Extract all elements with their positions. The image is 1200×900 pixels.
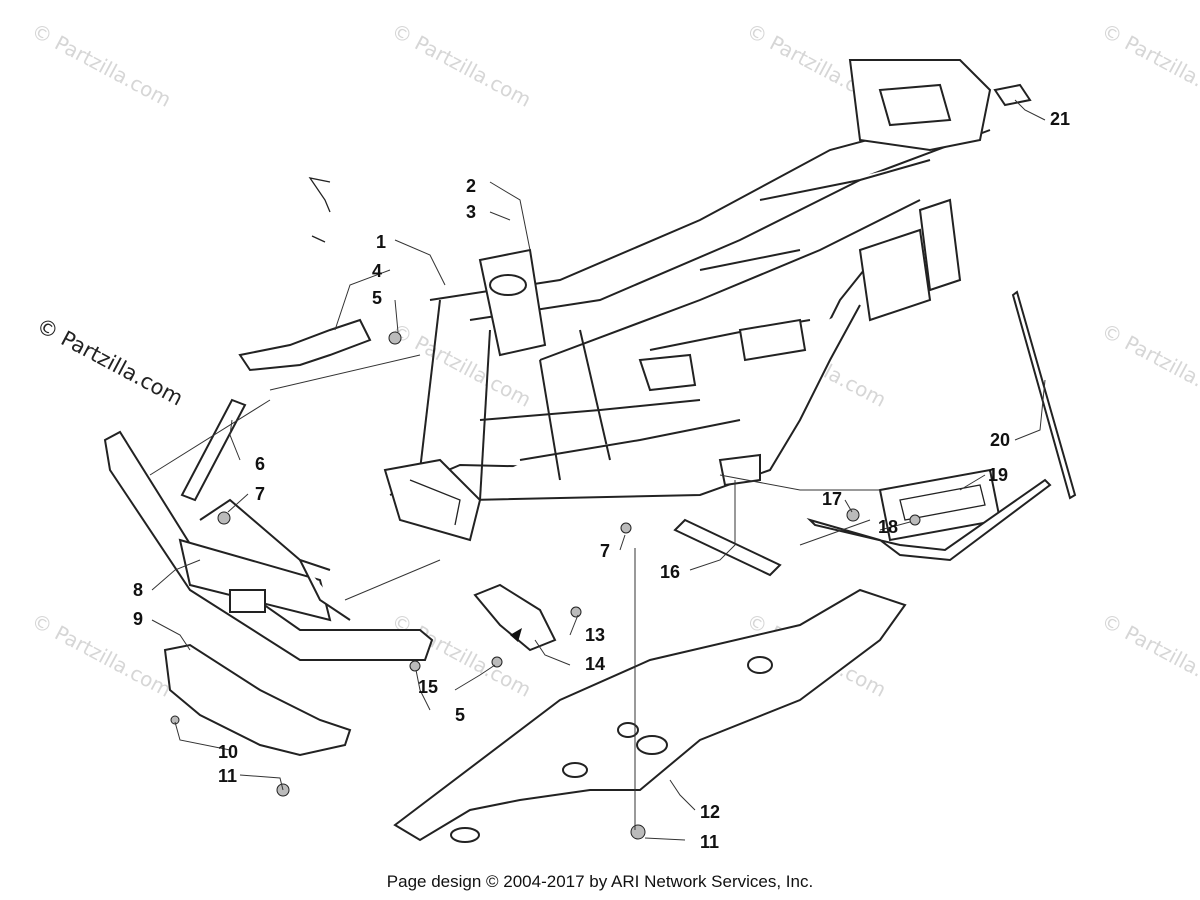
callouts: 1 2 3 4 5 5 6 7 7 8 9 10 11 11 12 13 14 … [133, 109, 1070, 852]
watermark: © Partzilla.com [1098, 608, 1200, 702]
watermark: © Partzilla.com [28, 18, 176, 112]
part-4-bracket [238, 318, 372, 372]
callout-13: 13 [585, 625, 605, 645]
callout-5: 5 [372, 288, 382, 308]
callout-1: 1 [376, 232, 386, 252]
callout-10: 10 [218, 742, 238, 762]
watermark: © Partzilla.com [388, 18, 536, 112]
callout-21: 21 [1050, 109, 1070, 129]
part-9-front-skid [163, 643, 352, 757]
callout-20: 20 [990, 430, 1010, 450]
callout-3: 3 [466, 202, 476, 222]
callout-8: 8 [133, 580, 143, 600]
callout-11: 11 [700, 832, 719, 852]
callout-19: 19 [988, 465, 1008, 485]
callout-6: 6 [255, 454, 265, 474]
callout-7: 7 [600, 541, 610, 561]
copyright-footer: Page design © 2004-2017 by ARI Network S… [386, 872, 814, 891]
leader-lines [149, 99, 1046, 841]
callout-17: 17 [822, 489, 842, 509]
watermark: © Partzilla.com [1098, 318, 1200, 412]
callout-9: 9 [133, 609, 143, 629]
main-frame [383, 59, 992, 542]
watermark: © Partzilla.com [28, 608, 176, 702]
callout-5: 5 [455, 705, 465, 725]
watermark: © Partzilla.com [1098, 18, 1200, 112]
callout-16: 16 [660, 562, 680, 582]
callout-15: 15 [418, 677, 438, 697]
part-16-pad [673, 518, 782, 577]
part-21-decal [993, 83, 1032, 107]
watermark-dark: © Partzilla.com [33, 313, 187, 410]
callout-18: 18 [878, 517, 898, 537]
callout-12: 12 [700, 802, 720, 822]
callout-4: 4 [372, 261, 382, 281]
callout-14: 14 [585, 654, 605, 674]
callout-2: 2 [466, 176, 476, 196]
part-8-front-bumper [103, 430, 434, 661]
part-14-bracket [473, 583, 557, 652]
callout-11: 11 [218, 766, 237, 786]
part-12-main-skid-plate [393, 588, 907, 843]
part-19-rear-bumper [806, 468, 1052, 562]
callout-7: 7 [255, 484, 265, 504]
